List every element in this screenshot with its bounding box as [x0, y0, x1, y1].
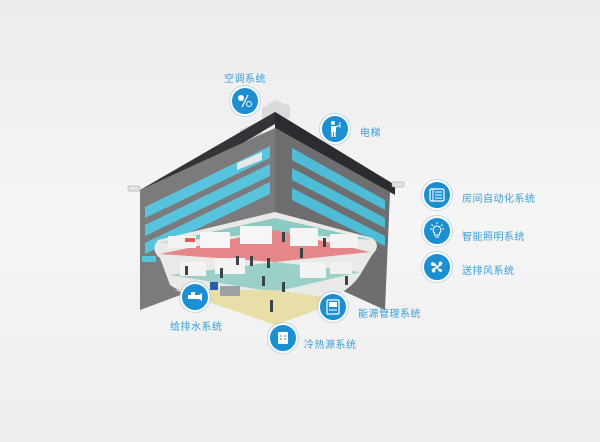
person-elevator-icon	[331, 121, 341, 137]
elevator-system-button[interactable]	[320, 114, 350, 144]
room-automation-label: 房间自动化系统	[462, 194, 536, 205]
water-system-button[interactable]	[180, 282, 210, 312]
ventilation-system-label: 送排风系统	[462, 266, 515, 277]
fan-icon	[430, 261, 443, 273]
energy-system-button[interactable]	[318, 292, 348, 322]
fan-snowflake-icon	[238, 94, 252, 108]
heat-cool-system-label: 冷热源系统	[304, 340, 357, 351]
water-system-label: 给排水系统	[170, 322, 223, 333]
lighting-system-label: 智能照明系统	[462, 232, 525, 243]
hvac-system-button[interactable]	[230, 86, 260, 116]
heat-cool-system-button[interactable]	[268, 323, 298, 353]
control-box-icon	[278, 332, 288, 344]
meter-icon	[326, 299, 340, 315]
hvac-system-label: 空调系统	[224, 74, 266, 85]
lightbulb-icon	[430, 222, 444, 238]
room-automation-button[interactable]	[422, 180, 452, 210]
water-pump-icon	[188, 292, 202, 301]
panel-icon	[429, 188, 445, 202]
energy-system-label: 能源管理系统	[358, 309, 421, 320]
elevator-system-label: 电梯	[360, 128, 381, 139]
lighting-system-button[interactable]	[422, 216, 452, 246]
ventilation-system-button[interactable]	[422, 252, 452, 282]
